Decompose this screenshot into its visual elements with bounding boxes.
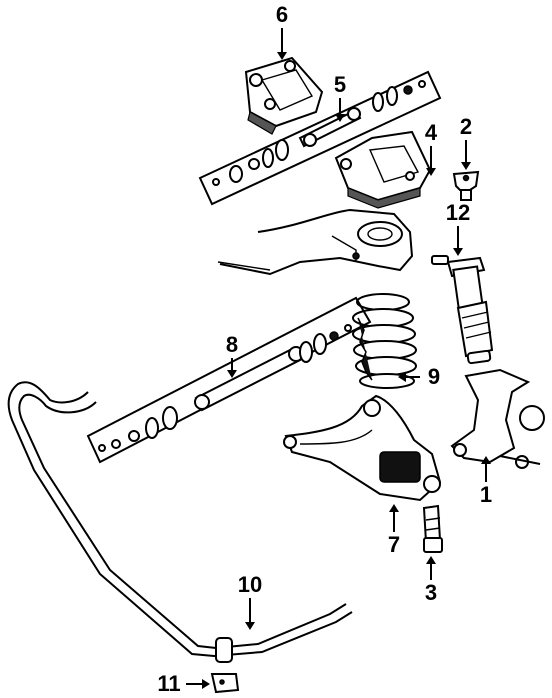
lower-ball-joint-part-3 [422, 504, 443, 553]
lower-bushings-left [98, 406, 178, 452]
arrowhead-5 [335, 114, 345, 122]
steering-knuckle-part-1 [450, 368, 545, 469]
arrowhead-9 [398, 372, 406, 382]
upper-ball-joint-part-2 [452, 170, 480, 201]
arrowhead-8 [227, 370, 237, 378]
callout-2: 2 [459, 114, 473, 139]
upper-bushings-left [212, 139, 289, 186]
bar-bushing-part-11 [210, 637, 240, 694]
lower-shaft [194, 346, 304, 412]
arrowhead-7 [389, 504, 399, 512]
arrowhead-3 [426, 556, 436, 564]
arrowhead-2 [461, 162, 471, 170]
upper-shaft [298, 107, 362, 148]
arrowhead-1 [481, 456, 491, 464]
callout-5: 5 [333, 72, 347, 97]
upper-bushings-right [372, 80, 426, 112]
callout-4: 4 [424, 120, 438, 145]
callout-3: 3 [424, 580, 438, 605]
lower-bushings-right [299, 324, 352, 363]
callout-8: 8 [225, 332, 239, 357]
callout-1: 1 [479, 482, 493, 507]
lower-shaft-kit-part-8 [86, 296, 372, 464]
lower-control-arm-part-7 [283, 394, 442, 502]
callout-11: 11 [157, 671, 181, 696]
arrowhead-6 [277, 52, 287, 60]
callout-9: 9 [427, 364, 441, 389]
upper-shaft-kit-part-5 [198, 70, 442, 206]
arrowhead-4 [426, 168, 436, 176]
upper-bracket-part-6 [244, 56, 324, 135]
callout-12: 12 [445, 200, 471, 225]
arrowhead-10 [245, 622, 255, 630]
stabilizer-bar-part-10 [7, 381, 353, 658]
upper-control-arm-part-4 [334, 130, 432, 209]
shock-absorber-part-12 [431, 255, 494, 365]
callout-6: 6 [275, 2, 289, 27]
callout-leaders [186, 28, 491, 689]
callout-10: 10 [237, 572, 263, 597]
callout-7: 7 [387, 532, 401, 557]
frame-crossmember [217, 208, 414, 276]
arrowhead-12 [453, 248, 463, 256]
arrowhead-11 [202, 679, 210, 689]
